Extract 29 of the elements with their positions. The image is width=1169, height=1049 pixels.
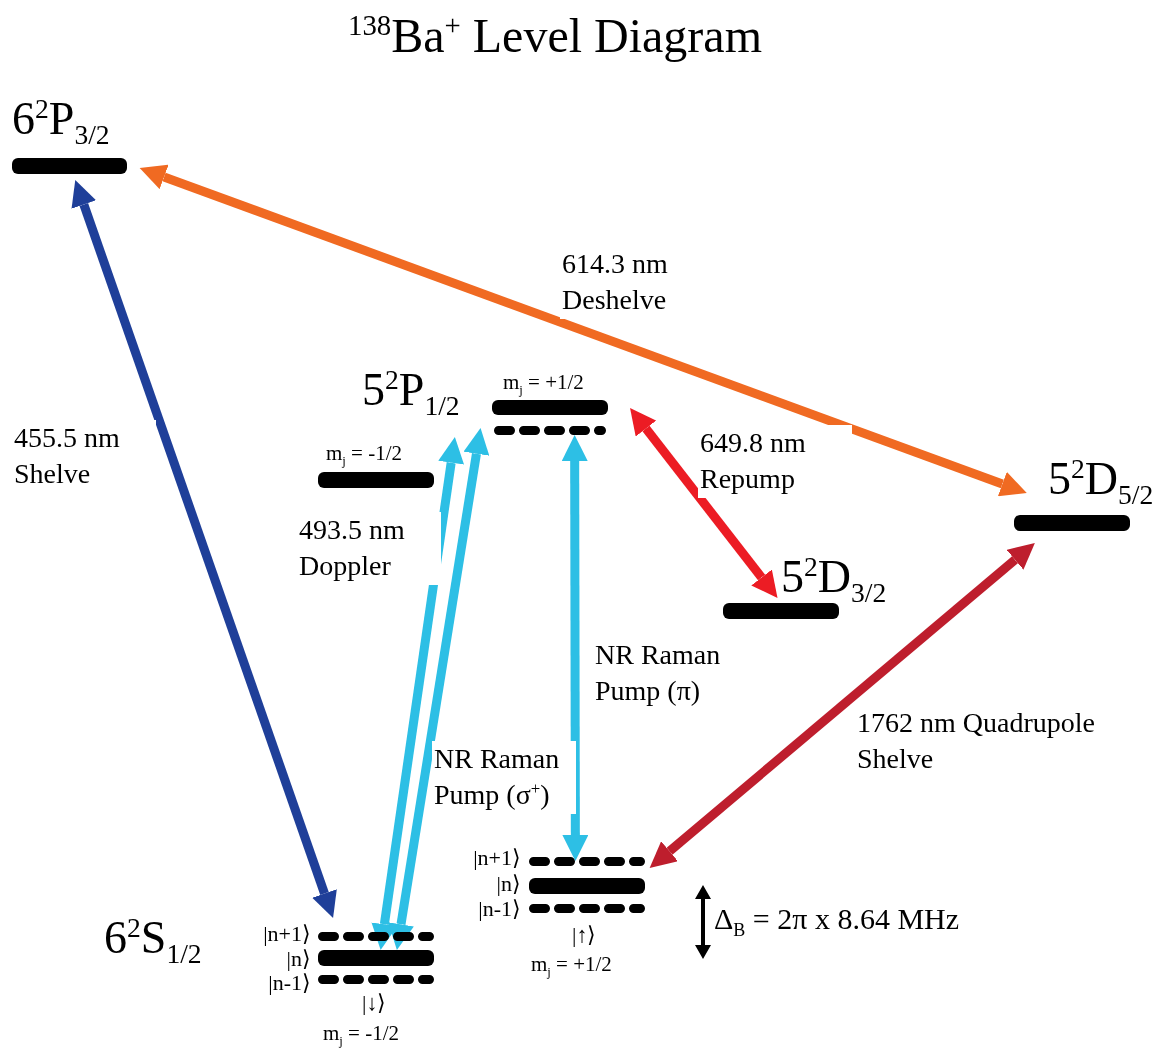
- sublevel-label: m$_{j}$ = +1/2: [503, 370, 584, 395]
- state-label: |↓⟩: [362, 990, 387, 1016]
- splitting-label: Δ$_{B}$ = 2π x 8.64 MHz: [714, 902, 960, 937]
- transition-arrow: [388, 428, 490, 950]
- level-label: 6$^{2}$S$_{1/2}$: [104, 912, 202, 965]
- transition-arrow: [561, 435, 589, 861]
- transition-arrow: [371, 437, 464, 950]
- transition-arrow: [139, 164, 1027, 497]
- state-label: |n-1⟩: [268, 970, 311, 996]
- sublevel-label: m$_{j}$ = -1/2: [326, 441, 402, 466]
- edge-label: 493.5 nm Doppler: [297, 512, 441, 585]
- edge-label: NR Raman Pump (σ$^{+}$): [432, 741, 576, 814]
- level-label: 5$^{2}$D$_{5/2}$: [1048, 453, 1154, 506]
- transition-arrow: [630, 408, 778, 598]
- state-label: |n+1⟩: [473, 845, 521, 871]
- state-label: |n⟩: [286, 946, 311, 972]
- edge-label: 649.8 nm Repump: [698, 425, 852, 498]
- level-label: 6$^{2}$P$_{3/2}$: [12, 93, 110, 146]
- state-label: |n⟩: [496, 871, 521, 897]
- sublevel-label: m$_{j}$ = -1/2: [323, 1021, 399, 1046]
- transition-arrow: [649, 543, 1035, 868]
- transition-arrow: [71, 180, 337, 918]
- diagram-title: $^{138}$Ba$^{+}$ Level Diagram: [347, 8, 763, 64]
- state-label: |n-1⟩: [478, 896, 521, 922]
- state-label: |↑⟩: [572, 922, 597, 948]
- level-label: 5$^{2}$P$_{1/2}$: [362, 364, 460, 417]
- state-label: |n+1⟩: [263, 921, 311, 947]
- sublevel-label: m$_{j}$ = +1/2: [531, 952, 612, 977]
- level-label: 5$^{2}$D$_{3/2}$: [781, 551, 887, 604]
